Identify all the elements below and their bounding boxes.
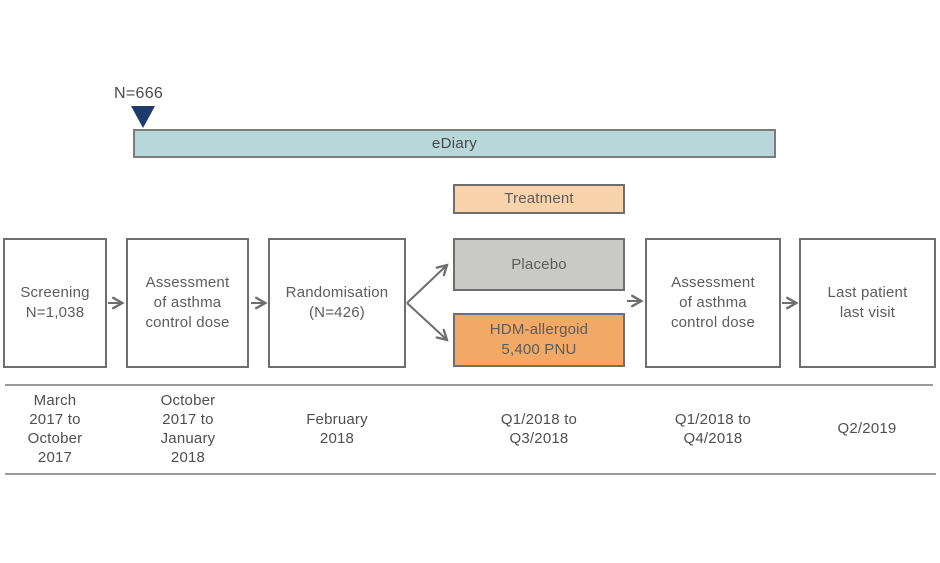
last-patient-label: Last patient last visit xyxy=(827,284,908,321)
assessment-asthma-control-box-2: Assessment of asthma control dose xyxy=(645,238,781,368)
timeline-rule-bottom xyxy=(5,473,936,475)
screening-box: Screening N=1,038 xyxy=(3,238,107,368)
placebo-label: Placebo xyxy=(511,255,567,273)
timeline-treatment: Q1/2018 to Q3/2018 xyxy=(500,411,578,447)
hdm-allergoid-label: HDM-allergoid 5,400 PNU xyxy=(489,321,589,358)
timeline-screening: March 2017 to October 2017 xyxy=(27,392,83,466)
ediary-start-marker-icon xyxy=(131,106,155,128)
ediary-label: eDiary xyxy=(431,135,478,152)
hdm-allergoid-box: HDM-allergoid 5,400 PNU xyxy=(453,313,625,367)
timeline-last-visit: Q2/2019 xyxy=(837,420,897,437)
screening-label: Screening N=1,038 xyxy=(20,284,90,321)
randomisation-box: Randomisation (N=426) xyxy=(268,238,406,368)
treatment-box: Treatment xyxy=(453,184,625,214)
timeline-randomisation: February 2018 xyxy=(306,411,368,447)
last-patient-last-visit-box: Last patient last visit xyxy=(799,238,936,368)
assessment-2-label: Assessment of asthma control dose xyxy=(670,274,756,331)
ediary-n-label: N=666 xyxy=(114,85,164,102)
assessment-asthma-control-box-1: Assessment of asthma control dose xyxy=(126,238,249,368)
ediary-bar: eDiary xyxy=(133,129,776,158)
timeline-assessment-1: October 2017 to January 2018 xyxy=(160,392,216,466)
timeline-assessment-2: Q1/2018 to Q4/2018 xyxy=(674,411,752,447)
timeline-rule-top xyxy=(5,384,933,386)
randomisation-label: Randomisation (N=426) xyxy=(285,284,389,321)
assessment-1-label: Assessment of asthma control dose xyxy=(145,274,230,331)
treatment-label: Treatment xyxy=(504,190,574,207)
placebo-box: Placebo xyxy=(453,238,625,291)
